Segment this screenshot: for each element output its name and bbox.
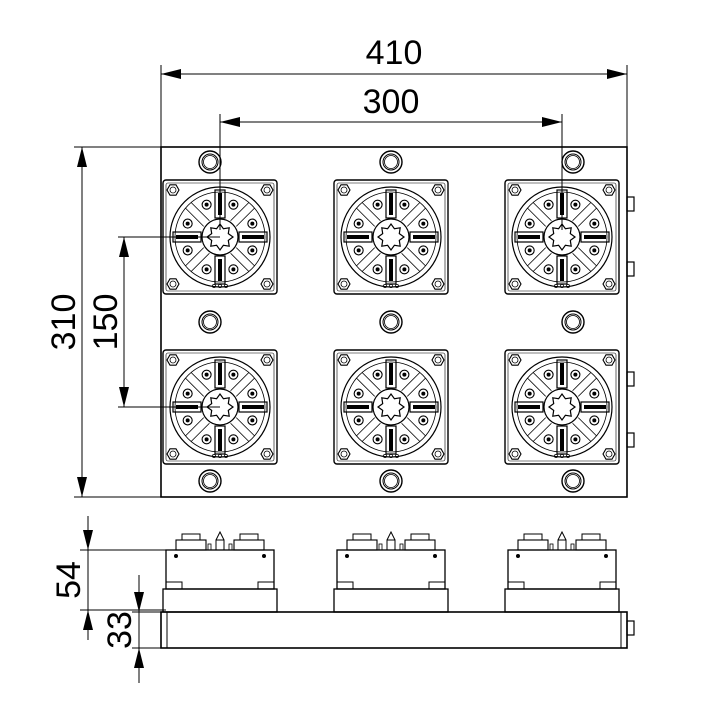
- dimension-chuck-height: 54: [50, 516, 166, 640]
- base-height-label: 33: [101, 611, 139, 649]
- chuck-spacing-x-label: 300: [363, 83, 420, 121]
- locating-hole: [561, 469, 585, 493]
- top-view: [160, 146, 635, 498]
- dimension-chuck-spacing-y: 150: [87, 236, 220, 408]
- locating-hole: [379, 310, 403, 334]
- base-plate-outline: [160, 146, 628, 498]
- overall-width-label: 410: [366, 34, 423, 72]
- locating-hole: [379, 469, 403, 493]
- locating-hole: [198, 310, 222, 334]
- side-base: [160, 611, 628, 649]
- chuck-side: [162, 530, 278, 613]
- chuck-side: [504, 530, 620, 613]
- locating-hole: [561, 150, 585, 174]
- locating-hole: [198, 469, 222, 493]
- dimension-overall-width: 410: [160, 34, 628, 147]
- chuck-top: [333, 349, 449, 465]
- locating-hole: [379, 150, 403, 174]
- chuck-height-label: 54: [50, 561, 88, 599]
- dimension-chuck-spacing-x: 300: [219, 83, 563, 230]
- overall-depth-label: 310: [45, 294, 83, 351]
- side-connectors: [626, 196, 635, 448]
- chuck-top: [333, 179, 449, 295]
- locating-hole: [561, 310, 585, 334]
- chuck-top: [504, 349, 620, 465]
- locating-holes: [198, 150, 585, 493]
- dimension-base-height: 33: [101, 575, 161, 683]
- chuck-spacing-y-label: 150: [87, 294, 125, 351]
- chuck-side: [333, 530, 449, 613]
- locating-hole: [198, 150, 222, 174]
- dimension-overall-depth: 310: [45, 146, 161, 498]
- chuck-grid: [162, 179, 620, 465]
- side-view: [160, 530, 635, 649]
